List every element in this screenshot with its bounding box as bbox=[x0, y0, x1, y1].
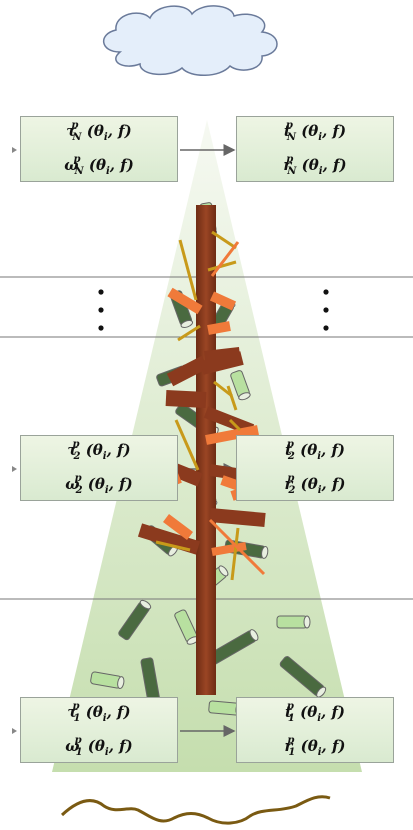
omega-N-label: ωpN (θi, f) bbox=[64, 154, 134, 177]
box-layer-N-right: tpN (θi, f) rpN (θi, f) bbox=[236, 116, 394, 182]
box-layer-2-left: τp2 (θi, f) ωp2 (θi, f) bbox=[20, 435, 178, 501]
branch bbox=[174, 419, 200, 471]
branch bbox=[205, 425, 259, 445]
needle-cylinder bbox=[118, 599, 152, 641]
needle-end bbox=[303, 615, 311, 629]
tau-N-label: τpN (θi, f) bbox=[66, 120, 132, 143]
branch bbox=[208, 518, 266, 576]
branch bbox=[207, 260, 237, 272]
r-1-label: rp1 (θi, f) bbox=[284, 735, 346, 758]
t-N-label: tpN (θi, f) bbox=[283, 120, 347, 143]
branch bbox=[203, 406, 255, 436]
box-layer-N-left: τpN (θi, f) ωpN (θi, f) bbox=[20, 116, 178, 182]
branch bbox=[211, 230, 237, 250]
branch bbox=[155, 540, 191, 552]
branch bbox=[167, 287, 203, 315]
needle-end bbox=[117, 676, 125, 690]
branch bbox=[230, 527, 240, 581]
tau-2-label: τp2 (θi, f) bbox=[67, 439, 131, 462]
ellipsis-left-icon bbox=[98, 289, 104, 331]
branch bbox=[209, 291, 237, 311]
branch bbox=[226, 385, 238, 411]
branch bbox=[200, 351, 244, 375]
needle-cylinder bbox=[90, 671, 125, 690]
branch bbox=[137, 523, 201, 555]
cloud-icon bbox=[103, 5, 278, 76]
needle-end bbox=[249, 629, 259, 641]
needle-end bbox=[316, 686, 327, 698]
box-layer-1-left: τp1 (θi, f) ωp1 (θi, f) bbox=[20, 697, 178, 763]
box-layer-2-right: tp2 (θi, f) rp2 (θi, f) bbox=[236, 435, 394, 501]
needle-cylinder bbox=[279, 656, 327, 698]
needle-cylinder bbox=[174, 609, 199, 645]
omega-1-label: ωp1 (θi, f) bbox=[65, 735, 133, 758]
needle-end bbox=[180, 319, 194, 328]
needle-end bbox=[238, 392, 251, 401]
tree-trunk bbox=[196, 205, 216, 695]
branch bbox=[166, 355, 209, 387]
branch bbox=[207, 321, 231, 335]
needle-end bbox=[139, 599, 152, 610]
branch bbox=[178, 239, 198, 301]
needle-cylinder bbox=[276, 615, 311, 629]
t-1-label: tp1 (θi, f) bbox=[284, 701, 346, 724]
branch bbox=[163, 514, 193, 540]
branch bbox=[209, 508, 266, 527]
branch bbox=[211, 542, 247, 556]
omega-2-label: ωp2 (θi, f) bbox=[65, 473, 133, 496]
needle-body bbox=[208, 700, 240, 716]
needle-end bbox=[218, 565, 229, 577]
branch bbox=[228, 418, 242, 432]
needle-cylinder bbox=[230, 370, 251, 401]
t-2-label: tp2 (θi, f) bbox=[284, 439, 346, 462]
branch bbox=[210, 241, 240, 277]
r-N-label: rpN (θi, f) bbox=[283, 154, 347, 177]
box-layer-1-right: tp1 (θi, f) rp1 (θi, f) bbox=[236, 697, 394, 763]
r-2-label: rp2 (θi, f) bbox=[284, 473, 346, 496]
needle-end bbox=[261, 546, 269, 559]
needle-body bbox=[276, 615, 308, 629]
tau-1-label: τp1 (θi, f) bbox=[67, 701, 131, 724]
incoming-arrow-icons bbox=[12, 147, 17, 734]
branch bbox=[177, 324, 201, 342]
branch bbox=[165, 390, 207, 408]
ellipsis-right-icon bbox=[323, 289, 329, 331]
ground-line bbox=[60, 795, 331, 825]
